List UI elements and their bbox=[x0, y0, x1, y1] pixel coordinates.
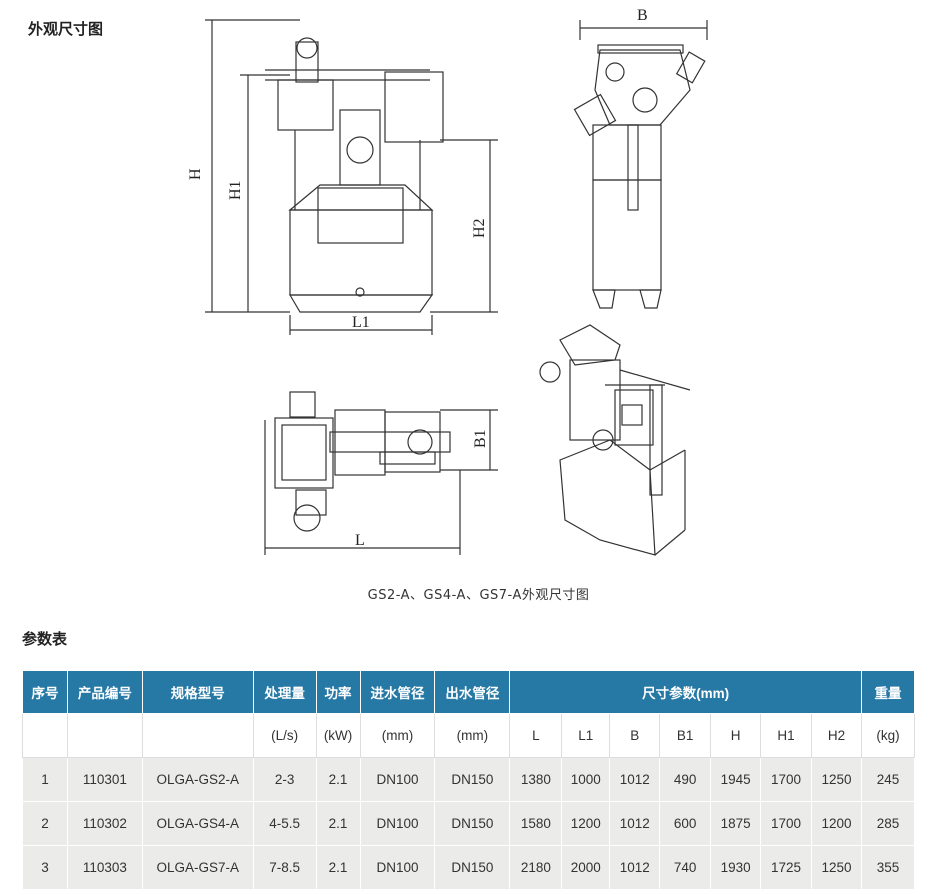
table-cell: OLGA-GS4-A bbox=[141, 801, 254, 846]
table-cell: DN100 bbox=[359, 845, 436, 890]
unit-cell: (mm) bbox=[434, 713, 511, 758]
table-cell: 2.1 bbox=[315, 757, 361, 802]
header-cell: 尺寸参数(mm) bbox=[509, 670, 862, 714]
table-cell: 1012 bbox=[609, 845, 661, 890]
table-cell: DN150 bbox=[434, 757, 511, 802]
unit-cell: H2 bbox=[811, 713, 862, 758]
table-cell: 1200 bbox=[561, 801, 611, 846]
parameter-table: 序号 产品编号 规格型号 处理量 功率 进水管径 出水管径 尺寸参数(mm) 重… bbox=[22, 670, 916, 890]
table-cell: 2.1 bbox=[315, 801, 361, 846]
unit-cell: (mm) bbox=[359, 713, 436, 758]
unit-cell: H bbox=[710, 713, 762, 758]
table-cell: 7-8.5 bbox=[252, 845, 317, 890]
table-cell: 600 bbox=[659, 801, 712, 846]
table-cell: DN150 bbox=[434, 801, 511, 846]
table-cell: 1725 bbox=[760, 845, 813, 890]
table-cell: 2 bbox=[22, 801, 68, 846]
header-cell: 产品编号 bbox=[66, 670, 143, 714]
dim-label-L1: L1 bbox=[352, 314, 370, 331]
table-cell: 2180 bbox=[509, 845, 563, 890]
table-cell: 285 bbox=[860, 801, 916, 846]
drawing-section-title: 外观尺寸图 bbox=[28, 20, 104, 38]
header-cell: 重量 bbox=[860, 670, 916, 714]
table-cell: DN100 bbox=[359, 757, 436, 802]
table-cell: DN100 bbox=[359, 801, 436, 846]
unit-cell: H1 bbox=[760, 713, 813, 758]
table-cell: DN150 bbox=[434, 845, 511, 890]
table-cell: 2-3 bbox=[252, 757, 317, 802]
table-cell: 1012 bbox=[609, 801, 661, 846]
dim-label-L: L bbox=[355, 532, 365, 549]
header-cell: 规格型号 bbox=[141, 670, 254, 714]
dim-label-B: B bbox=[637, 7, 648, 24]
header-cell: 序号 bbox=[22, 670, 68, 714]
table-cell: OLGA-GS7-A bbox=[141, 845, 254, 890]
table-cell: 1000 bbox=[561, 757, 611, 802]
table-cell: 1200 bbox=[811, 801, 862, 846]
unit-cell: (kW) bbox=[315, 713, 361, 758]
unit-cell: (kg) bbox=[860, 713, 916, 758]
table-cell: 490 bbox=[659, 757, 712, 802]
table-header-row: 序号 产品编号 规格型号 处理量 功率 进水管径 出水管径 尺寸参数(mm) 重… bbox=[22, 670, 916, 714]
header-cell: 进水管径 bbox=[359, 670, 436, 714]
table-section-title: 参数表 bbox=[22, 630, 68, 648]
table-cell: 1012 bbox=[609, 757, 661, 802]
figure-caption: GS2-A、GS4-A、GS7-A外观尺寸图 bbox=[367, 588, 590, 603]
table-cell: 110303 bbox=[66, 845, 143, 890]
dim-label-H1: H1 bbox=[227, 180, 244, 200]
table-cell: 110302 bbox=[66, 801, 143, 846]
table-cell: 2000 bbox=[561, 845, 611, 890]
table-cell: 355 bbox=[860, 845, 916, 890]
unit-cell: B bbox=[609, 713, 661, 758]
technical-drawings: H H1 H2 L1 B L B1 bbox=[187, 7, 708, 556]
unit-cell bbox=[141, 713, 254, 758]
table-cell: 740 bbox=[659, 845, 712, 890]
dim-label-H2: H2 bbox=[471, 218, 488, 238]
unit-cell: L bbox=[509, 713, 563, 758]
table-cell: 1 bbox=[22, 757, 68, 802]
header-cell: 出水管径 bbox=[434, 670, 511, 714]
unit-cell bbox=[22, 713, 68, 758]
table-cell: 1580 bbox=[509, 801, 563, 846]
unit-cell bbox=[66, 713, 143, 758]
table-cell: 1700 bbox=[760, 757, 813, 802]
table-cell: 1380 bbox=[509, 757, 563, 802]
header-cell: 处理量 bbox=[252, 670, 317, 714]
table-cell: 1930 bbox=[710, 845, 762, 890]
table-cell: 1875 bbox=[710, 801, 762, 846]
table-cell: 2.1 bbox=[315, 845, 361, 890]
table-cell: 3 bbox=[22, 845, 68, 890]
header-cell: 功率 bbox=[315, 670, 361, 714]
top-view bbox=[264, 391, 498, 555]
isometric-view bbox=[539, 324, 691, 556]
unit-cell: (L/s) bbox=[252, 713, 317, 758]
unit-cell: B1 bbox=[659, 713, 712, 758]
front-view bbox=[205, 19, 498, 335]
table-cell: 110301 bbox=[66, 757, 143, 802]
table-cell: 1945 bbox=[710, 757, 762, 802]
table-cell: 1700 bbox=[760, 801, 813, 846]
table-cell: 1250 bbox=[811, 757, 862, 802]
unit-cell: L1 bbox=[561, 713, 611, 758]
side-view bbox=[573, 20, 708, 309]
dim-label-H: H bbox=[187, 168, 204, 180]
table-cell: OLGA-GS2-A bbox=[141, 757, 254, 802]
dim-label-B1: B1 bbox=[472, 429, 489, 448]
table-cell: 245 bbox=[860, 757, 916, 802]
table-cell: 4-5.5 bbox=[252, 801, 317, 846]
table-cell: 1250 bbox=[811, 845, 862, 890]
